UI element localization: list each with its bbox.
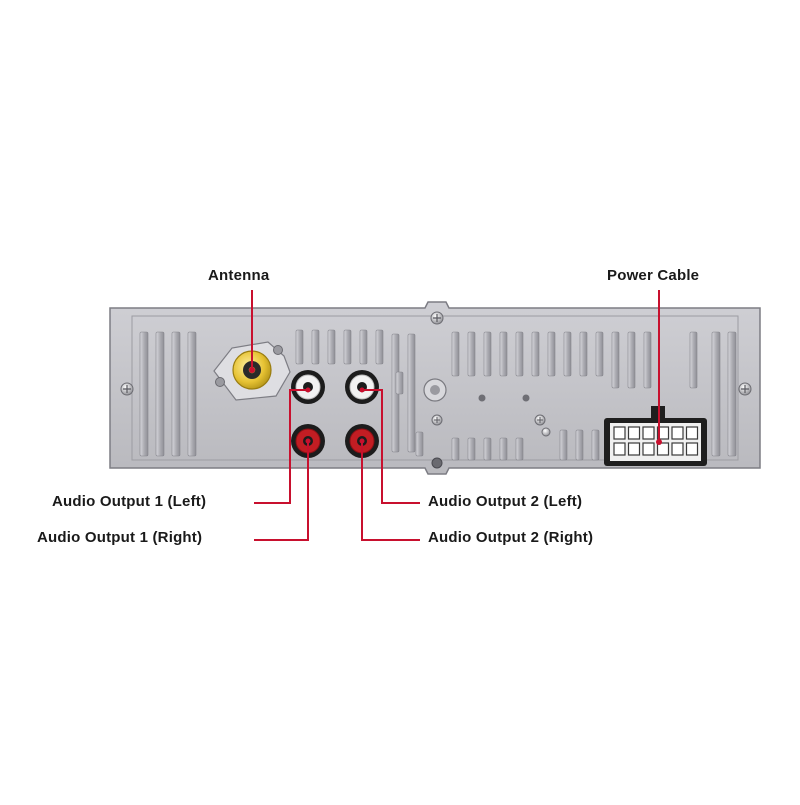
connector-pin (613, 426, 626, 440)
heatsink-rib (375, 329, 384, 365)
heatsink-rib (171, 331, 181, 457)
heatsink-rib (415, 431, 424, 457)
power-cable-connector (604, 406, 707, 466)
connector-pin (671, 442, 684, 456)
screw-icon (120, 382, 134, 396)
heatsink-rib (711, 331, 721, 457)
heatsink-rib (451, 331, 460, 377)
connector-pin (627, 442, 641, 456)
heatsink-rib (483, 437, 492, 461)
heatsink-rib (483, 331, 492, 377)
heatsink-rib (579, 331, 588, 377)
connector-pin (656, 426, 670, 440)
rca-jack-2-left (345, 370, 379, 404)
screw-icon (534, 414, 546, 426)
antenna-label: Antenna (208, 267, 270, 284)
heatsink-rib (155, 331, 165, 457)
audio-output-2-right-callout-line (361, 441, 420, 541)
connector-pin (671, 426, 684, 440)
heatsink-rib (515, 437, 524, 461)
heatsink-rib (451, 437, 460, 461)
screw-icon (738, 382, 752, 396)
heatsink-rib (627, 331, 636, 389)
audio-output-1-right-label: Audio Output 1 (Right) (37, 529, 203, 546)
connector-pin (627, 426, 641, 440)
screw-icon (541, 427, 551, 437)
heatsink-rib (467, 437, 476, 461)
connector-pin (642, 426, 655, 440)
heatsink-rib (187, 331, 197, 457)
callout-endpoints (249, 367, 662, 445)
rca-jack-1-left (291, 370, 325, 404)
power-cable-label: Power Cable (607, 267, 700, 284)
connector-pin (685, 426, 699, 440)
heatsink-rib (139, 331, 149, 457)
heatsink-rib (327, 329, 336, 365)
heatsink-rib (395, 371, 404, 395)
heatsink-rib (499, 331, 508, 377)
heatsink-ribs (139, 329, 737, 461)
heatsink-rib (575, 429, 584, 461)
heatsink-rib (595, 331, 604, 377)
audio-output-1-left-callout-line (254, 389, 308, 504)
connector-pin (685, 442, 699, 456)
screw-icon (431, 414, 443, 426)
heatsink-rib (515, 331, 524, 377)
heatsink-rib (643, 331, 652, 389)
heatsink-rib (591, 429, 600, 461)
screw-icon (430, 311, 444, 325)
connector-pin (656, 442, 670, 456)
connector-pin (642, 442, 655, 456)
audio-output-2-left-callout-line (362, 389, 420, 504)
heatsink-rib (689, 331, 698, 389)
heatsink-rib (531, 331, 540, 377)
connector-pin (613, 442, 626, 456)
heatsink-rib (563, 331, 572, 377)
heatsink-rib (499, 437, 508, 461)
audio-output-1-left-label: Audio Output 1 (Left) (52, 493, 207, 510)
heatsink-rib (359, 329, 368, 365)
heatsink-rib (407, 333, 416, 453)
audio-output-1-right-callout-line (254, 441, 309, 541)
screw-icon (431, 457, 443, 469)
heatsink-rib (467, 331, 476, 377)
audio-output-2-left-label: Audio Output 2 (Left) (428, 493, 583, 510)
heatsink-rib (343, 329, 352, 365)
center-boss (423, 378, 530, 402)
heatsink-rib (547, 331, 556, 377)
heatsink-rib (311, 329, 320, 365)
heatsink-rib (727, 331, 737, 457)
audio-output-2-right-label: Audio Output 2 (Right) (428, 529, 594, 546)
heatsink-rib (611, 331, 620, 389)
callout-lines (251, 290, 660, 541)
heatsink-rib (295, 329, 304, 365)
connector-pins (613, 426, 699, 456)
heatsink-rib (559, 429, 568, 461)
